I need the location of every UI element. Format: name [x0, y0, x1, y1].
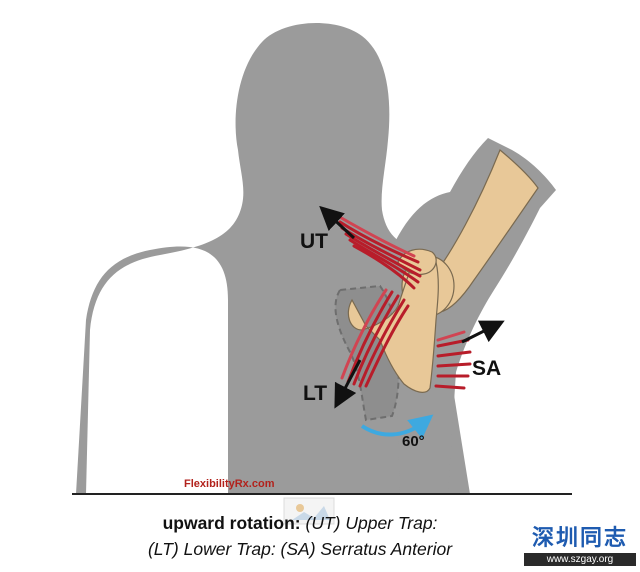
raised-arm — [392, 138, 556, 494]
label-ut: UT — [300, 230, 328, 253]
sa-force-arrow — [461, 320, 505, 344]
caption-bold: upward rotation: — [162, 513, 301, 533]
watermark-text: FlexibilityRx.com — [184, 478, 275, 490]
scapula-bone — [347, 254, 439, 393]
caption-line-2: (LT) Lower Trap: (SA) Serratus Anterior — [147, 539, 453, 559]
lt-force-arrow — [334, 359, 362, 409]
caption: upward rotation: (UT) Upper Trap: (LT) L… — [0, 510, 600, 562]
rotation-arrow — [360, 414, 434, 439]
label-sa: SA — [472, 357, 502, 380]
ut-force-arrow — [319, 205, 356, 240]
caption-line1-rest: (UT) Upper Trap: — [305, 513, 438, 533]
label-angle: 60° — [402, 433, 425, 450]
logo-url: www.szgay.org — [524, 553, 636, 566]
serratus-anterior-muscle — [434, 330, 472, 390]
image-placeholder-icon — [283, 497, 335, 525]
site-logo: 深圳同志 www.szgay.org — [524, 526, 636, 568]
logo-chinese-text: 深圳同志 — [531, 526, 628, 551]
caption-line-1: upward rotation: (UT) Upper Trap: — [0, 510, 600, 536]
label-lt: LT — [303, 382, 328, 405]
lower-trapezius-muscle — [340, 288, 410, 388]
humerus-bone — [430, 149, 539, 313]
